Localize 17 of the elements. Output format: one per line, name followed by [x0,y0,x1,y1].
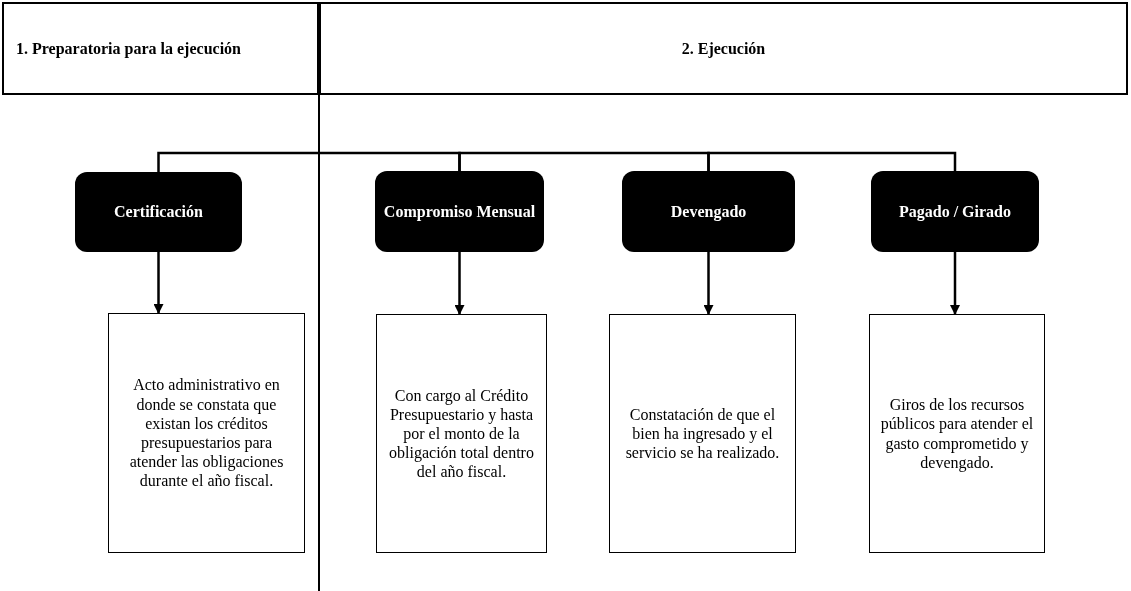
connector-line [157,151,461,172]
connector-line [458,151,710,171]
stage-box: Certificación [75,172,242,252]
arrow [153,252,164,314]
header-cell: 1. Preparatoria para la ejecución [2,2,319,95]
arrow [454,252,465,315]
description-box: Con cargo al Crédito Presupuestario y hasta por el monto de la obligación total dentro del año fiscal. [376,314,547,553]
stage-box: Pagado / Girado [871,171,1039,252]
connector-line [707,151,957,171]
description-box: Constatación de que el bien ha ingresado y el servicio se ha realizado. [609,314,796,553]
stage-box: Devengado [622,171,795,252]
arrow [703,252,714,315]
header-cell: 2. Ejecución [319,2,1128,95]
arrow [950,252,960,315]
stage-box: Compromiso Mensual [375,171,544,252]
description-box: Giros de los recursos públicos para atender el gasto comprometido y devengado. [869,314,1045,553]
description-box: Acto administrativo en donde se constata que existan los créditos presupuestarios para atender las obligaciones durante el año fiscal. [108,313,305,553]
